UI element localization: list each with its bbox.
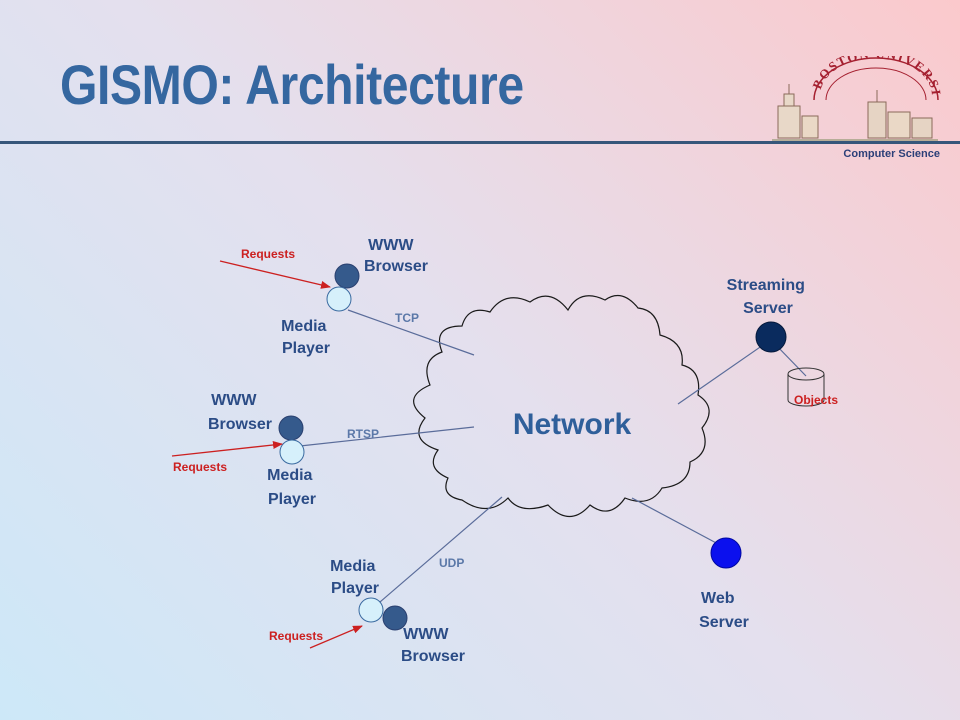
udp-label: UDP [439,556,464,570]
web-link [631,497,721,546]
slide-title: GISMO: Architecture [60,53,524,116]
campus-illustration [772,84,938,141]
client1-player-node [326,286,352,312]
client1-browser-node [334,263,360,289]
client3-requests-label: Requests [269,629,323,643]
objects-cylinder [787,367,825,407]
client3-player-label: Media Player [330,558,380,597]
title-rule [0,141,960,144]
client3-browser-label: WWW Browser [401,626,465,665]
client3-browser-node [382,605,408,631]
streaming-server-node [755,321,787,353]
network-cloud [413,294,710,518]
client2-requests-label: Requests [173,460,227,474]
web-server-label: Web Server [699,590,749,631]
client2-request-arrow [171,440,283,457]
client2-browser-node [278,415,304,441]
client3-request-arrow [309,625,363,649]
udp-link [379,496,503,603]
client1-requests-label: Requests [241,247,295,261]
tcp-label: TCP [395,311,419,325]
client1-player-label: Media Player [281,318,331,357]
web-server-node [710,537,742,569]
client1-browser-label: WWW Browser [364,237,428,275]
tcp-link [347,309,475,356]
streaming-link [677,342,767,405]
client2-player-node [279,439,305,465]
streaming-server-label: Streaming Server [727,277,810,317]
client2-browser-label: WWW Browser [208,392,272,433]
department-label: Computer Science [843,148,940,160]
rtsp-label: RTSP [347,427,379,441]
client2-player-label: Media Player [267,467,317,508]
client3-player-node [358,597,384,623]
network-label: Network [513,408,632,441]
client1-request-arrow [219,260,331,289]
boston-university-logo: BOSTON UNIVERSITY [768,56,942,141]
rtsp-link [299,426,475,447]
objects-label: Objects [794,393,838,407]
